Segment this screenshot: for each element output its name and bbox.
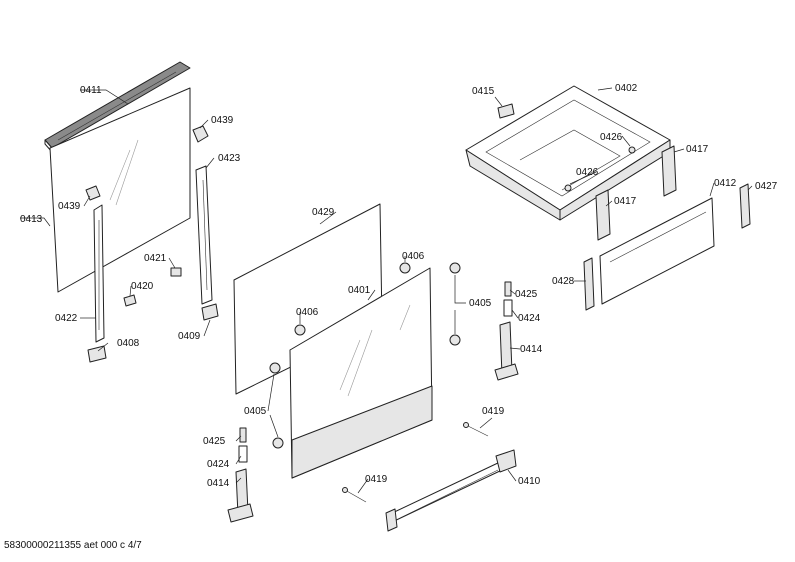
label-0419-left: 0419 [365, 474, 388, 485]
part-0415-bracket [497, 103, 515, 119]
label-0410: 0410 [518, 476, 541, 487]
part-0420-fitting [123, 294, 137, 307]
label-0405-left: 0405 [244, 406, 267, 417]
label-0408: 0408 [117, 338, 140, 349]
label-0417-bottom: 0417 [614, 196, 637, 207]
label-0411: 0411 [80, 85, 102, 96]
label-0429: 0429 [312, 207, 335, 218]
label-0406-top: 0406 [402, 251, 425, 262]
label-0439-left: 0439 [58, 201, 81, 212]
label-0402: 0402 [615, 83, 638, 94]
label-0426-bottom: 0426 [576, 167, 599, 178]
part-0422-side-rail [93, 204, 105, 343]
part-0410-handle [385, 449, 517, 532]
label-0406-mid: 0406 [296, 307, 319, 318]
label-0424-left: 0424 [207, 459, 230, 470]
part-0427-side-trim [739, 183, 751, 229]
label-0422: 0422 [55, 313, 78, 324]
part-0405-bumper-b [269, 362, 284, 449]
part-0413-rear-glass [49, 87, 191, 293]
label-0401: 0401 [348, 285, 371, 296]
part-0411-top-trim [44, 61, 191, 153]
label-0414-left: 0414 [207, 478, 230, 489]
part-0424-spring-right [503, 299, 513, 317]
label-0414-right: 0414 [520, 344, 543, 355]
part-0405-bumper-a [449, 262, 461, 346]
part-0414-hinge-right [494, 321, 519, 381]
label-0412: 0412 [714, 178, 737, 189]
label-0425-left: 0425 [203, 436, 226, 447]
label-0426-top: 0426 [600, 132, 623, 143]
label-0405-right: 0405 [469, 298, 492, 309]
part-0414-hinge-left [227, 468, 254, 523]
label-0415: 0415 [472, 86, 495, 97]
part-0424-spring-left [238, 445, 248, 463]
label-0423: 0423 [218, 153, 241, 164]
label-0427: 0427 [755, 181, 778, 192]
part-0409-hinge-block [201, 303, 219, 321]
label-0439-top: 0439 [211, 115, 234, 126]
part-0406-bumper-b [294, 324, 306, 336]
part-0439-clip-a [192, 125, 209, 143]
leader-lines [20, 87, 753, 494]
part-0419-screw-b [342, 487, 367, 503]
label-0417-top: 0417 [686, 144, 709, 155]
label-0428: 0428 [552, 276, 575, 287]
part-0417-runner-b [595, 189, 611, 241]
label-0419-right: 0419 [482, 406, 505, 417]
label-0421: 0421 [144, 253, 167, 264]
part-0419-screw-a [463, 422, 489, 437]
part-0412-drawer-front [599, 197, 715, 305]
label-0420: 0420 [131, 281, 154, 292]
part-0425-pin-left [239, 427, 247, 443]
part-0425-pin-right [504, 281, 512, 297]
part-0421-fitting [170, 267, 182, 277]
part-0406-bumper-a [399, 262, 411, 274]
document-reference-footer: 58300000211355 aet 000 c 4/7 [4, 540, 142, 551]
part-0408-hinge-block [87, 345, 107, 363]
part-0423-side-rail [195, 165, 213, 305]
label-0413: 0413 [20, 214, 43, 225]
label-0425-right: 0425 [515, 289, 538, 300]
part-0401-door [289, 267, 433, 479]
part-0417-runner-a [661, 145, 677, 197]
part-0428-side-trim [583, 257, 595, 311]
label-0409: 0409 [178, 331, 201, 342]
label-0424-right: 0424 [518, 313, 541, 324]
part-0402-drawer-tray [465, 85, 671, 221]
